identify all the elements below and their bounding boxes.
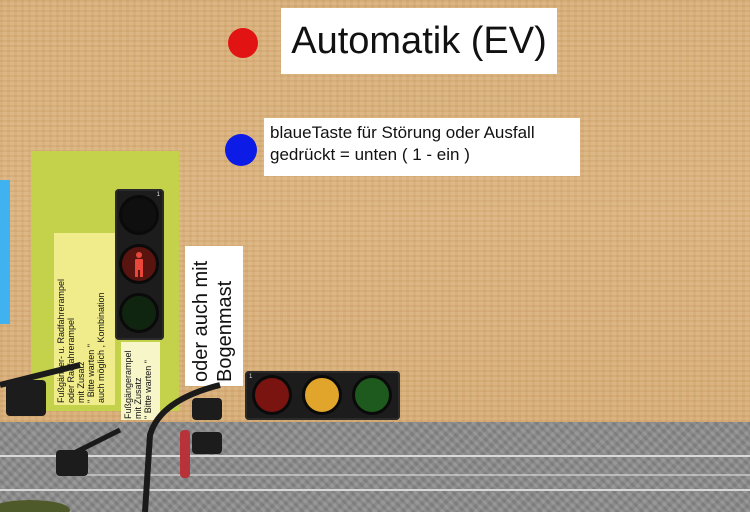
track-line (60, 474, 750, 476)
mode-title: Automatik (EV) (291, 19, 547, 62)
track-line (0, 489, 750, 491)
mode-title-label: Automatik (EV) (281, 8, 557, 74)
red-indicator-icon[interactable] (228, 28, 258, 58)
pedestrian-signal[interactable]: 1 (115, 189, 164, 340)
signal-lamp-green (119, 293, 159, 333)
pole-note: oder auch mit Bogenmast (185, 246, 243, 386)
pedestrian-figure-icon (135, 252, 143, 277)
signal-number: 1 (249, 374, 253, 380)
blue-key-note: blaueTaste für Störung oder Ausfall gedr… (264, 118, 580, 176)
signal-lamp-yellow (302, 375, 342, 415)
road-surface (0, 422, 750, 512)
signal-lamp-green (352, 375, 392, 415)
blue-key-note-line2: gedrückt = unten ( 1 - ein ) (270, 145, 470, 164)
signal-number: 1 (156, 192, 160, 198)
pedestrian-note: Fußgängerampel mit Zusatz " Bitte warten… (121, 342, 160, 420)
vehicle-signal[interactable]: 1 (245, 371, 400, 420)
signal-lamp-red (119, 244, 159, 284)
blue-key-icon[interactable] (225, 134, 257, 166)
signal-lamp-red (252, 375, 292, 415)
blue-key-note-line1: blaueTaste für Störung oder Ausfall (270, 123, 535, 142)
curved-signal-mast (0, 362, 222, 512)
track-line (0, 455, 750, 457)
cyan-edge-panel (0, 180, 10, 324)
signal-lamp-off (119, 195, 159, 235)
pedestrian-cyclist-note: Fußgänger- u. Radfahrerampel oder Radfah… (54, 233, 115, 405)
